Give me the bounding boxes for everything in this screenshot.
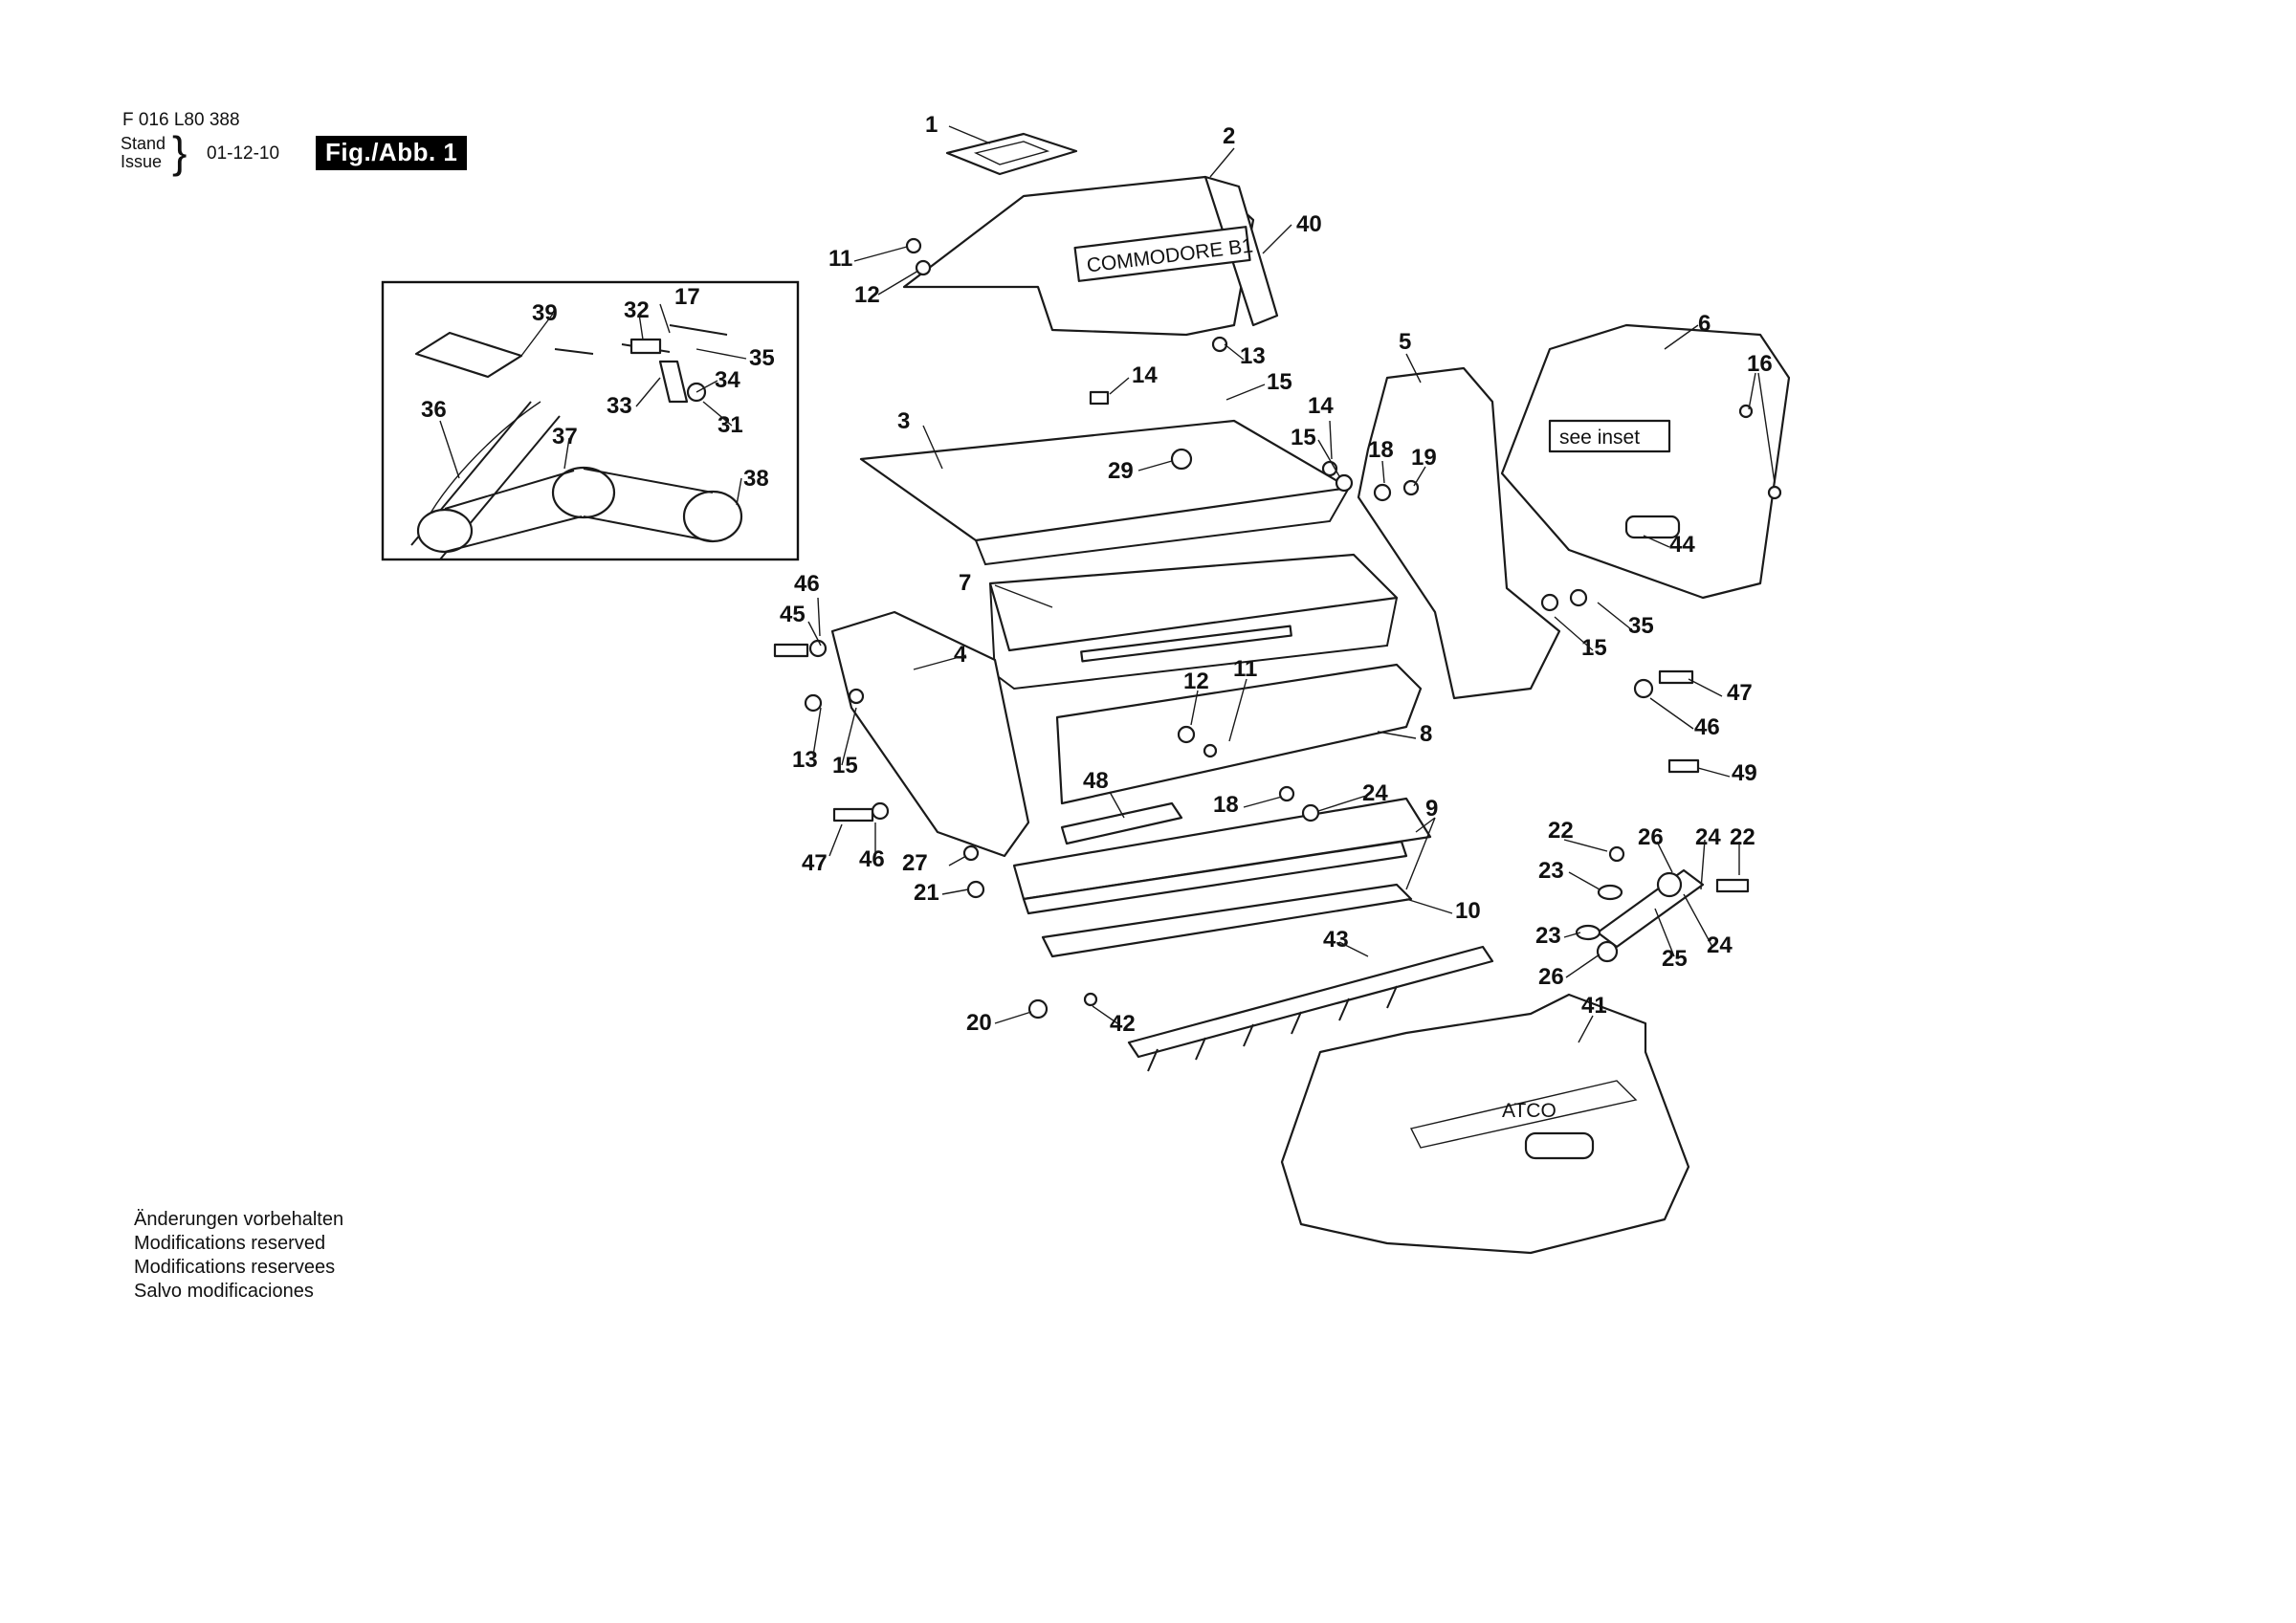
label-27: 27	[902, 850, 928, 876]
label-42: 42	[1110, 1011, 1136, 1037]
label-6: 6	[1698, 311, 1711, 337]
label-8: 8	[1420, 721, 1432, 747]
label-16: 16	[1747, 351, 1773, 377]
part-number-labels: 1 2 40 11 12 39 32 17 35 34 33 31 36 37 …	[421, 112, 1773, 1037]
label-45: 45	[780, 602, 806, 627]
label-47b: 47	[802, 850, 828, 876]
label-36: 36	[421, 397, 447, 423]
leader-lines	[439, 125, 1776, 1043]
label-22b: 22	[1730, 824, 1755, 850]
part-48-bar	[1060, 801, 1183, 845]
part-10-bar	[1041, 883, 1413, 958]
label-11: 11	[828, 246, 852, 272]
label-15b: 15	[1291, 425, 1316, 450]
label-12: 12	[854, 282, 880, 308]
label-14b: 14	[1308, 393, 1334, 419]
stand-label: Stand	[121, 134, 166, 153]
label-35b: 35	[1628, 613, 1654, 639]
label-20: 20	[966, 1010, 992, 1036]
label-24b: 24	[1695, 824, 1721, 850]
inset-box	[381, 280, 800, 561]
part-1-cover-plate	[945, 132, 1078, 176]
label-23b: 23	[1535, 923, 1561, 949]
part-5-side-plate	[1357, 366, 1561, 700]
label-9: 9	[1425, 796, 1438, 822]
note-fr: Modifications reservees	[134, 1257, 336, 1278]
atco-branding: ATCO	[1502, 1100, 1556, 1122]
label-32: 32	[624, 297, 650, 323]
label-12b: 12	[1183, 669, 1209, 694]
label-39: 39	[532, 300, 558, 326]
part-8-shield	[1055, 663, 1423, 805]
label-22a: 22	[1548, 818, 1574, 844]
label-41: 41	[1581, 993, 1607, 1019]
label-48: 48	[1083, 768, 1109, 794]
label-25: 25	[1662, 946, 1688, 972]
label-26b: 26	[1538, 964, 1564, 990]
label-5: 5	[1399, 329, 1411, 355]
part-6-panel	[1500, 323, 1791, 600]
label-46b: 46	[1694, 714, 1720, 740]
label-47a: 47	[1727, 680, 1753, 706]
label-34: 34	[715, 367, 740, 393]
figure-label: Fig./Abb. 1	[316, 136, 468, 170]
label-24a: 24	[1362, 780, 1388, 806]
issue-date: 01-12-10	[207, 143, 280, 164]
label-29: 29	[1108, 458, 1134, 484]
label-2: 2	[1223, 123, 1235, 149]
label-7: 7	[959, 570, 971, 596]
part-41-grassbox	[1280, 993, 1690, 1255]
part-4-side-plate	[830, 610, 1030, 858]
part-9-bar	[1012, 797, 1432, 901]
note-es: Salvo modificaciones	[134, 1281, 314, 1302]
label-1: 1	[925, 112, 938, 138]
issue-label: Issue	[121, 152, 163, 171]
label-21: 21	[914, 880, 939, 906]
label-46c: 46	[859, 846, 885, 872]
label-33: 33	[607, 393, 632, 419]
stand-issue-label: Stand Issue	[121, 135, 166, 171]
label-38: 38	[743, 466, 769, 492]
part-7-channel	[988, 553, 1399, 652]
label-49: 49	[1732, 760, 1757, 786]
part-number: F 016 L80 388	[122, 110, 240, 130]
see-inset-text: see inset	[1559, 427, 1640, 449]
fasteners	[773, 237, 1782, 1020]
label-35: 35	[749, 345, 775, 371]
label-46a: 46	[794, 571, 820, 597]
label-13a: 13	[1240, 343, 1266, 369]
label-37: 37	[552, 424, 578, 450]
label-4: 4	[954, 642, 967, 668]
note-en: Modifications reserved	[134, 1233, 326, 1254]
modifications-notice: Änderungen vorbehalten Modifications res…	[134, 1208, 343, 1304]
inset-chain-drive	[410, 324, 743, 560]
label-17: 17	[674, 284, 700, 310]
label-15d: 15	[832, 753, 858, 779]
part-25-bracket	[1596, 868, 1705, 949]
part-3-top-plate	[859, 419, 1351, 542]
label-44: 44	[1669, 532, 1695, 558]
label-14a: 14	[1132, 362, 1158, 388]
note-de: Änderungen vorbehalten	[134, 1209, 344, 1230]
label-24c: 24	[1707, 932, 1733, 958]
brace-glyph: }	[172, 127, 188, 177]
label-10: 10	[1455, 898, 1481, 924]
label-3: 3	[897, 408, 910, 434]
part-43-blade	[1127, 945, 1494, 1059]
label-18a: 18	[1368, 437, 1394, 463]
label-40: 40	[1296, 211, 1322, 237]
label-18b: 18	[1213, 792, 1239, 818]
label-15c: 15	[1581, 635, 1607, 661]
label-23a: 23	[1538, 858, 1564, 884]
label-19: 19	[1411, 445, 1437, 471]
see-inset-box	[1548, 419, 1671, 453]
label-11b: 11	[1233, 656, 1257, 682]
label-15a: 15	[1267, 369, 1292, 395]
label-43: 43	[1323, 927, 1349, 953]
